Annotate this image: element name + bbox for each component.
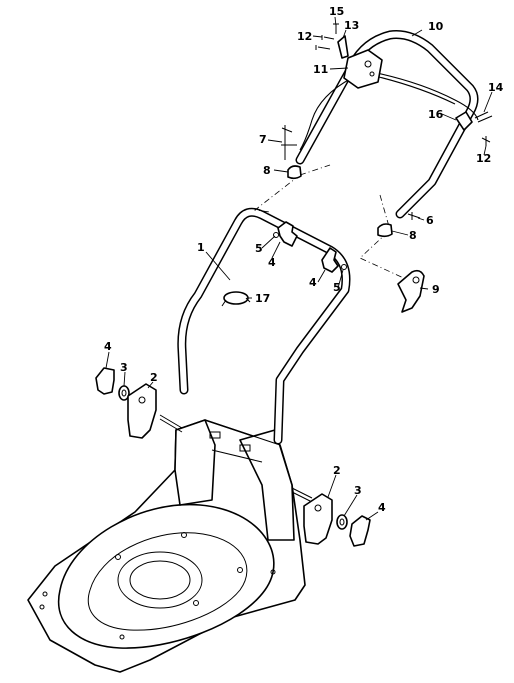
callout-9: 9 [432,283,440,296]
callout-4: 4 [378,501,386,514]
end-plug-right [377,223,393,238]
knob-left [95,367,115,395]
cable-adjuster [281,125,297,160]
control-cable [299,71,493,151]
cable-clip [455,111,473,131]
callout-4: 4 [104,340,112,353]
callout-5: 5 [333,281,341,294]
knob-right [349,515,371,547]
cable-bracket [397,269,425,313]
callout-14: 14 [488,81,504,94]
callout-8: 8 [263,164,271,177]
handle-knob-lower [321,247,347,273]
callout-7: 7 [259,133,267,146]
mounting-bolt-left [159,414,183,433]
callout-6: 6 [426,214,434,227]
mounting-bracket-left [127,383,157,439]
callout-1: 1 [197,241,205,254]
callout-4: 4 [268,256,276,269]
callout-3: 3 [354,484,362,497]
callout-4: 4 [309,276,317,289]
callout-2: 2 [333,464,341,477]
callout-11: 11 [313,63,328,76]
washer-right [336,514,348,530]
cable-tie [221,291,251,307]
callout-5: 5 [255,242,263,255]
lever [337,35,349,59]
screw-right [481,136,491,146]
end-plug-left [287,165,302,180]
mounting-bracket-right [303,493,333,545]
handle-knob-upper [273,221,298,247]
callout-17: 17 [255,292,270,305]
assembly-lines [254,164,409,281]
screw-upper-left [315,35,335,50]
callout-8: 8 [409,229,417,242]
callout-15: 15 [329,5,344,18]
callout-16: 16 [428,108,444,121]
callout-12: 12 [476,152,491,165]
callout-3: 3 [120,361,128,374]
washer-left [118,385,130,401]
mower-deck [27,419,306,673]
callout-labels: 15 13 10 12 11 14 16 12 7 8 6 8 1 5 4 4 … [104,5,504,514]
lower-handle [177,207,351,445]
callout-12: 12 [297,30,312,43]
upper-handle [295,30,479,219]
leader-lines [105,16,493,521]
mounting-bolt-right [291,487,313,503]
callout-2: 2 [150,371,158,384]
callout-13: 13 [344,19,359,32]
pin [407,212,421,220]
control-box [343,49,383,89]
callout-10: 10 [428,20,444,33]
